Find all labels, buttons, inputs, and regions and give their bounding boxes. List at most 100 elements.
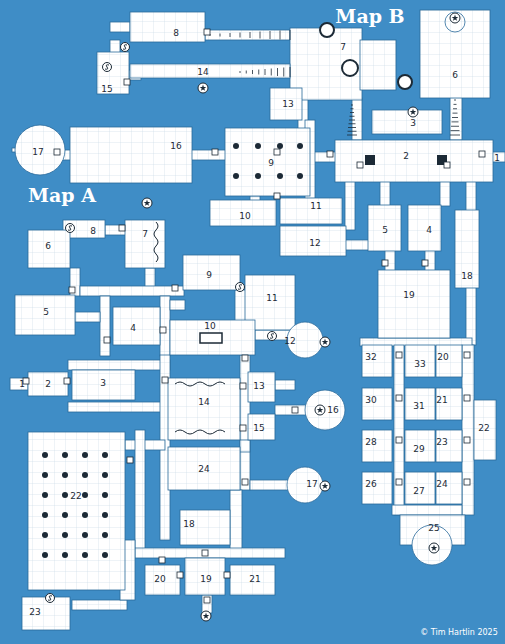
stair-step	[290, 67, 291, 77]
dungeon-room	[170, 320, 255, 355]
dungeon-room	[360, 40, 396, 90]
corridor	[135, 430, 145, 550]
star-marker	[431, 545, 438, 551]
corridor	[70, 268, 80, 296]
pillar-dot	[42, 552, 48, 558]
water-edge	[175, 430, 225, 434]
stair-step	[451, 130, 460, 131]
room-number: 21	[249, 575, 260, 584]
stair-step	[349, 120, 355, 121]
corridor	[110, 22, 130, 32]
secret-door	[103, 63, 112, 72]
stair-step	[220, 34, 221, 37]
door	[162, 377, 168, 383]
pillar-dot	[62, 492, 68, 498]
round-room	[15, 125, 65, 175]
room-number: 8	[90, 227, 96, 236]
corridor	[100, 296, 110, 356]
pillar-dot	[82, 492, 88, 498]
dungeon-room	[72, 370, 135, 400]
room-number: 32	[365, 353, 376, 362]
door	[212, 149, 218, 155]
room-number: 11	[266, 294, 277, 303]
room-number: 3	[100, 379, 106, 388]
door	[240, 425, 246, 431]
door	[242, 355, 248, 361]
room-number: 9	[268, 159, 274, 168]
star-marker	[203, 613, 210, 619]
corridor	[68, 360, 170, 370]
door	[54, 149, 60, 155]
secret-door	[270, 334, 274, 339]
pillar-dot	[102, 512, 108, 518]
room-number: 18	[183, 520, 194, 529]
corridor	[352, 98, 362, 140]
room-number: 16	[327, 406, 338, 415]
corridor	[205, 30, 290, 40]
corridor	[68, 402, 170, 412]
star-marker	[200, 85, 207, 91]
dungeon-room	[405, 345, 435, 377]
pillar-dot	[102, 532, 108, 538]
stair-step	[450, 135, 460, 136]
dungeon-room	[130, 64, 290, 78]
stair-step	[230, 33, 231, 37]
room-number: 1	[494, 154, 500, 163]
door	[444, 162, 450, 168]
dungeon-room	[436, 345, 462, 377]
stair-step	[290, 30, 291, 40]
door	[464, 395, 470, 401]
pillar-dot	[62, 532, 68, 538]
door	[396, 395, 402, 401]
pillar-dot	[102, 552, 108, 558]
dungeon-room	[210, 200, 276, 226]
dungeon-room	[372, 110, 442, 134]
dungeon-room	[436, 472, 462, 504]
dungeon-room	[97, 52, 129, 94]
dungeon-room	[125, 220, 165, 268]
pillar-dot	[42, 472, 48, 478]
corridor	[394, 345, 404, 515]
stair-step	[240, 71, 241, 73]
dungeon-room	[180, 510, 230, 545]
stair-step	[351, 108, 354, 109]
star-marker	[429, 543, 439, 553]
stair-step	[240, 33, 241, 38]
stair-step	[351, 105, 353, 106]
dungeon-room	[436, 388, 462, 420]
pillar	[365, 155, 375, 165]
door	[464, 437, 470, 443]
star-marker	[144, 200, 151, 206]
room-number: 15	[101, 85, 112, 94]
door	[69, 287, 75, 293]
dungeon-room	[405, 472, 435, 504]
dungeon-room	[362, 345, 392, 377]
pillar-dot	[62, 512, 68, 518]
dungeon-room	[225, 128, 310, 196]
pillar-dot	[62, 552, 68, 558]
pillar-dot	[102, 472, 108, 478]
dungeon-room	[145, 565, 180, 595]
room-number: 6	[452, 71, 458, 80]
door	[396, 352, 402, 358]
room-number: 4	[130, 324, 136, 333]
corridor	[275, 380, 295, 390]
star-marker	[410, 109, 417, 115]
round-room	[305, 390, 345, 430]
secret-door	[105, 65, 109, 70]
room-number: 19	[200, 575, 211, 584]
dungeon-room	[362, 430, 392, 462]
room-number: 13	[253, 382, 264, 391]
door	[327, 151, 333, 157]
door	[396, 437, 402, 443]
dungeon-room	[362, 472, 392, 504]
door	[64, 378, 70, 384]
star-marker	[198, 83, 208, 93]
dungeon-room	[405, 430, 435, 462]
stair-step	[454, 104, 457, 105]
dungeon-room	[130, 12, 205, 42]
secret-door	[46, 594, 55, 603]
corridor	[466, 180, 476, 212]
dungeon-room	[230, 565, 275, 595]
star-marker	[201, 611, 211, 621]
